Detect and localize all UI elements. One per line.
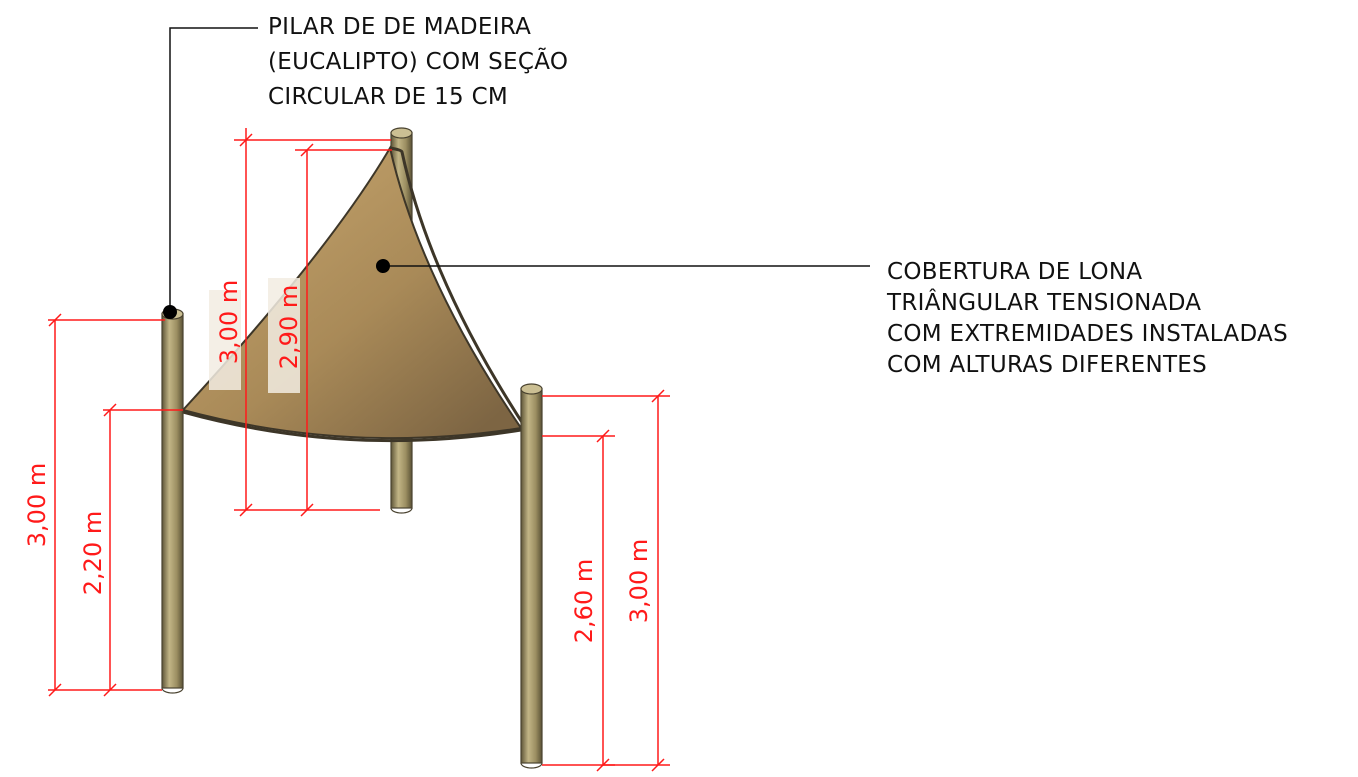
pillar-leader — [163, 27, 258, 319]
pillar-callout-line-2: (EUCALIPTO) COM SEÇÃO — [268, 47, 568, 75]
dim-left-inner — [103, 403, 183, 697]
dim-back-inner-label: 2,90 m — [275, 285, 303, 369]
dimension-lines — [48, 128, 670, 772]
cover-callout-line-2: TRIÂNGULAR TENSIONADA — [886, 288, 1201, 316]
left-pole — [161, 308, 184, 694]
cover-callout-line-1: COBERTURA DE LONA — [887, 259, 1142, 285]
dim-label-backing-2 — [268, 278, 300, 393]
cover-leader — [376, 259, 870, 273]
dim-right-outer — [542, 389, 670, 772]
dim-left-outer-label: 3,00 m — [23, 463, 51, 547]
pillar-callout-line-1: PILAR DE DE MADEIRA — [268, 14, 531, 40]
cover-callout-line-3: COM EXTREMIDADES INSTALADAS — [887, 321, 1288, 347]
dim-label-backing-1 — [209, 290, 241, 390]
pillar-callout-line-3: CIRCULAR DE 15 CM — [268, 84, 508, 110]
cover-callout-line-4: COM ALTURAS DIFERENTES — [887, 352, 1207, 378]
dim-left-outer — [48, 313, 165, 697]
dim-right-inner-label: 2,60 m — [570, 559, 598, 643]
right-pole — [520, 383, 543, 769]
dim-back-inner — [295, 143, 392, 517]
cover-callout: COBERTURA DE LONA TRIÂNGULAR TENSIONADA … — [886, 259, 1296, 378]
dim-back-outer-label: 3,00 m — [215, 280, 243, 364]
dim-left-inner-label: 2,20 m — [79, 511, 107, 595]
dim-right-outer-label: 3,00 m — [625, 539, 653, 623]
pillar-callout: PILAR DE DE MADEIRA (EUCALIPTO) COM SEÇÃ… — [268, 14, 576, 110]
dim-right-inner — [542, 429, 615, 772]
shade-sail — [181, 145, 529, 443]
